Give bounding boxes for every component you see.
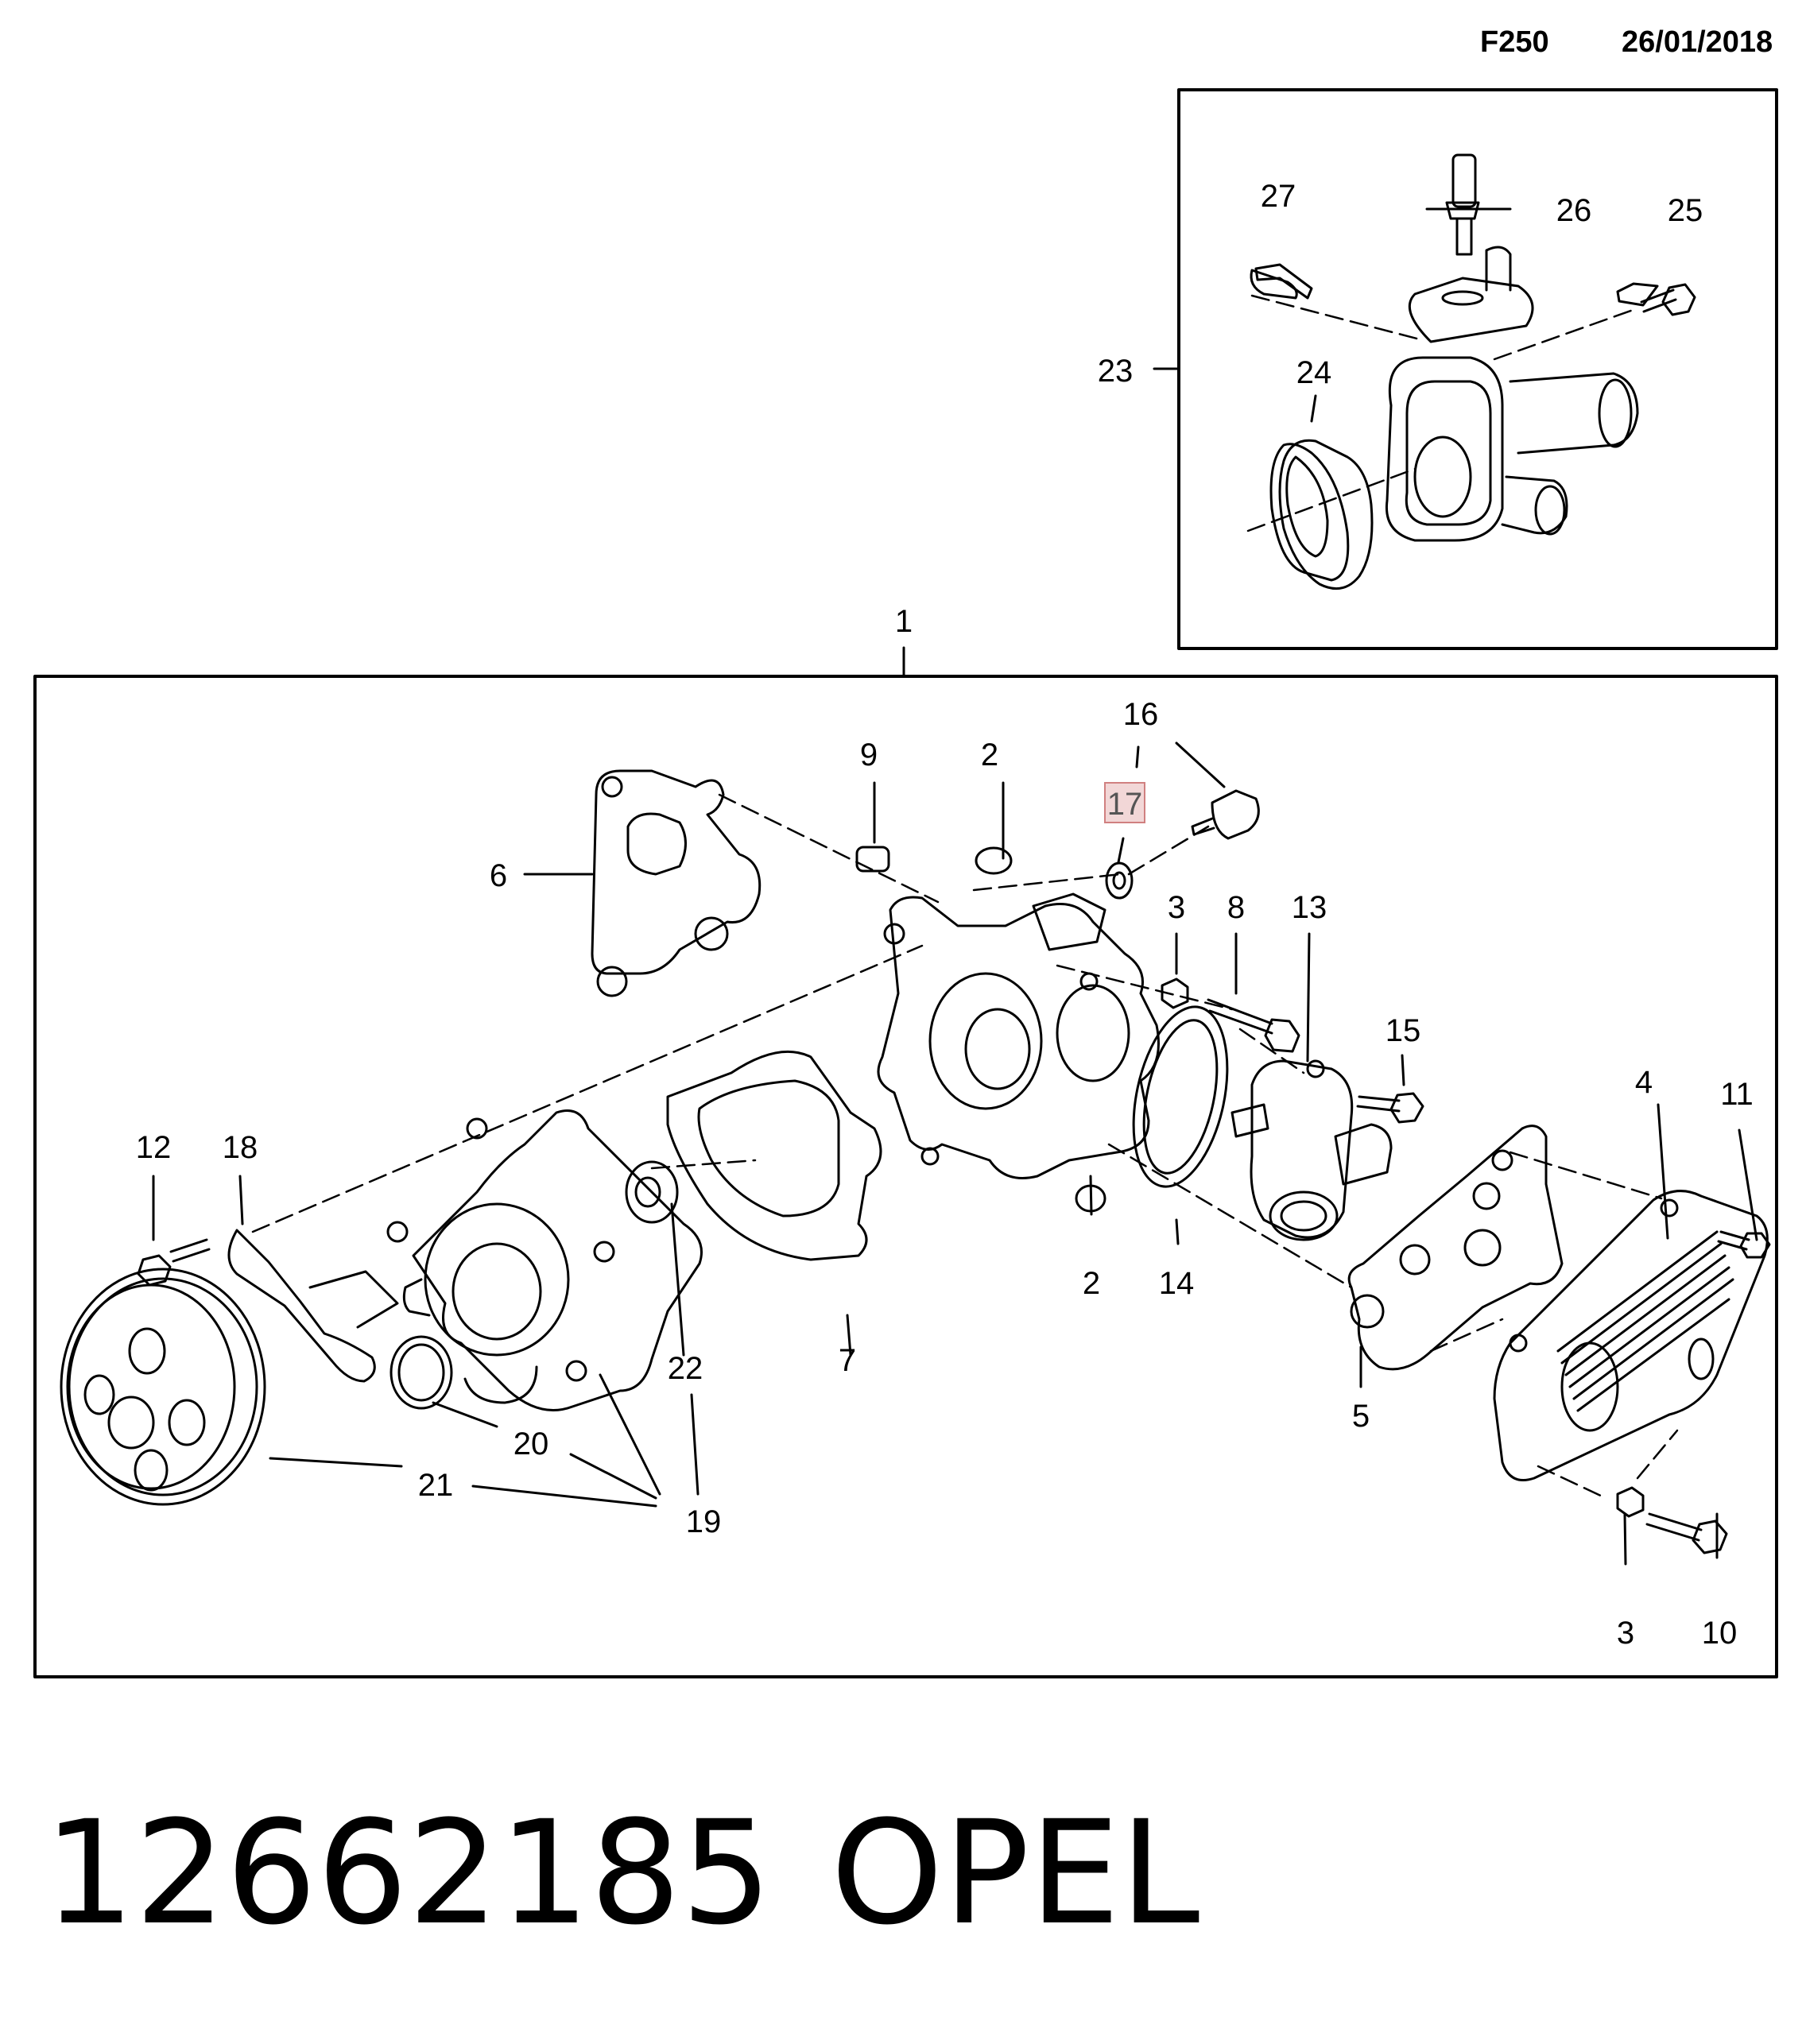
callout-2: 2 [981, 737, 998, 772]
pulley-21 [60, 1268, 266, 1506]
callout-2: 2 [1083, 1266, 1100, 1301]
bolt-12 [169, 1238, 211, 1263]
callout-12: 12 [136, 1130, 172, 1165]
thermostat-housing-13 [1230, 1059, 1393, 1241]
callout-26: 26 [1556, 193, 1592, 228]
callout-21: 21 [418, 1468, 454, 1503]
bolt-8 [1207, 998, 1273, 1035]
nut-3-bottom [1616, 1486, 1645, 1518]
callout-10: 10 [1702, 1616, 1738, 1651]
callout-14: 14 [1159, 1266, 1195, 1301]
water-pump-assembly-19 [386, 1109, 703, 1411]
callout-18: 18 [223, 1130, 258, 1165]
callout-9: 9 [860, 737, 878, 772]
callout-8: 8 [1227, 890, 1245, 925]
water-pump-housing-center [877, 892, 1160, 1179]
callout-17: 17 [1107, 787, 1143, 822]
main-frame [33, 675, 1778, 1678]
callout-7: 7 [839, 1343, 856, 1378]
callout-22: 22 [668, 1351, 703, 1386]
gasket-14 [1132, 1005, 1229, 1188]
callout-24: 24 [1296, 355, 1332, 390]
callout-3: 3 [1617, 1616, 1634, 1651]
thermostat-housing-assembly [1254, 153, 1659, 582]
gasket-6 [591, 769, 762, 975]
callout-19: 19 [686, 1504, 722, 1539]
brand-name: OPEL [831, 1790, 1200, 1957]
plug-2-top [975, 846, 1013, 875]
sensor-16 [1211, 789, 1260, 840]
inset-frame [1177, 88, 1778, 650]
plug-2-bottom [1075, 1184, 1106, 1213]
callout-5: 5 [1352, 1399, 1370, 1434]
callout-11: 11 [1720, 1077, 1754, 1112]
callout-3: 3 [1168, 890, 1185, 925]
callout-16: 16 [1123, 697, 1159, 732]
callout-6: 6 [490, 858, 507, 893]
sleeve-9 [855, 846, 890, 873]
nut-3-top [1161, 977, 1189, 1009]
bolt-25 [1640, 288, 1677, 313]
gasket-7 [666, 1050, 882, 1261]
clip-27 [1250, 269, 1298, 300]
bolt-10 [1645, 1512, 1703, 1542]
callout-23: 23 [1098, 354, 1134, 389]
bracket-18 [227, 1229, 376, 1383]
callout-1: 1 [895, 604, 913, 639]
callout-25: 25 [1668, 193, 1703, 228]
callout-13: 13 [1292, 890, 1327, 925]
seal-20 [389, 1335, 453, 1410]
seal-22 [625, 1160, 679, 1224]
callout-4: 4 [1635, 1065, 1653, 1100]
callout-17-highlight [1104, 782, 1145, 823]
washer-17 [1105, 861, 1134, 900]
sheet-code: F250 [1480, 25, 1549, 59]
callout-27: 27 [1261, 179, 1296, 214]
callout-20: 20 [514, 1427, 549, 1461]
gasket-5 [1347, 1125, 1564, 1371]
callout-15: 15 [1386, 1013, 1421, 1048]
gasket-24 [1278, 439, 1374, 590]
part-number: 12662185 [44, 1790, 773, 1957]
oil-cooler-4 [1493, 1190, 1769, 1481]
diagram-date: 26/01/2018 [1622, 25, 1773, 59]
